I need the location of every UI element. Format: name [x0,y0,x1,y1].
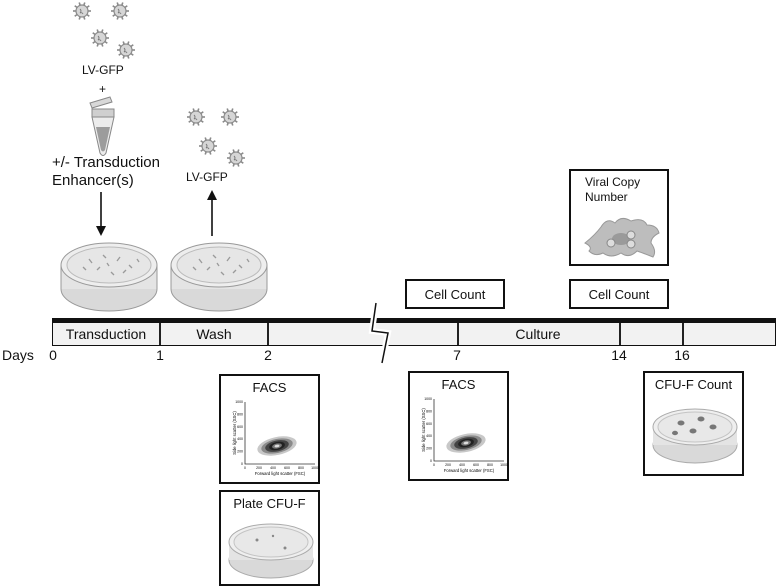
virus-icon [73,2,91,20]
facs-xtick: 200 [256,466,262,470]
facs-label: FACS [441,377,476,392]
facs-axes [433,399,504,462]
plate-cfu-box: Plate CFU-F [219,490,320,586]
facs-ytick: 0 [241,462,243,466]
facs-density-contour [274,444,280,448]
cell-count-label: Cell Count [424,287,486,302]
facs-ytick: 0 [430,459,432,463]
timeline-bar: Transduction Wash Culture [52,318,776,346]
virus-icon [227,149,245,167]
facs-ylabel: Side light scatter (SSC) [421,408,426,452]
day-label: 1 [156,347,164,363]
facs-ytick: 800 [426,409,432,413]
cell-count-label: Cell Count [588,287,650,302]
enhancer-label-line1: +/- Transduction [52,154,160,171]
facs-xtick: 0 [244,466,246,470]
petri-dish-icon [228,523,314,579]
petri-dish-icon [652,408,738,464]
facs-xtick: 1000 [500,463,508,467]
facs-plot-icon: 0 200 400 600 800 1000 0 200 400 600 800 1000Forwar… [232,400,319,476]
arrow-up-icon [207,190,217,236]
cfu-count-box: CFU-F Count [643,371,744,476]
tick-day7 [457,323,459,345]
plus-sign: + [99,82,107,96]
petri-dish-icon [170,242,268,312]
day-label: 16 [674,347,690,363]
facs-xtick: 0 [433,463,435,467]
phase-culture: Culture [515,326,561,342]
facs-ytick: 200 [426,447,432,451]
facs-xtick: 400 [459,463,465,467]
enhancer-label-line2: Enhancer(s) [52,172,134,189]
virus-icon [187,108,205,126]
facs-density-contour [463,441,469,445]
facs-xlabel: Forward light scatter (FSC) [444,468,495,473]
facs-xtick: 600 [284,466,290,470]
facs-ytick: 600 [426,422,432,426]
virus-icon [199,137,217,155]
tube-icon [89,96,115,156]
facs-ytick: 600 [237,425,243,429]
viral-copy-label-line2: Number [585,190,628,204]
facs-plot-icon: 0 200 400 600 800 1000 0 200 400 600 800 1000Forwar… [421,397,508,473]
facs-xtick: 600 [473,463,479,467]
plate-cfu-label: Plate CFU-F [233,496,306,511]
facs-xtick: 400 [270,466,276,470]
phase-transduction: Transduction [53,323,161,345]
viral-copy-label-line1: Viral Copy [585,175,641,189]
facs-xtick: 200 [445,463,451,467]
facs-ylabel: Side light scatter (SSC) [232,411,237,455]
facs-ytick: 400 [237,437,243,441]
day-label: 7 [453,347,461,363]
facs-xtick: 800 [487,463,493,467]
days-axis-title: Days [2,347,34,363]
facs-ytick: 400 [426,434,432,438]
axis-break-icon [368,302,392,364]
virus-label-lv-gfp-2: LV-GFP [186,170,228,184]
arrow-down-icon [96,192,106,236]
virus-icon [111,2,129,20]
phase-wash: Wash [161,323,269,345]
petri-dish-icon [60,242,158,312]
facs-ytick: 1000 [235,400,243,404]
facs-axes [244,402,315,465]
facs-xtick: 800 [298,466,304,470]
tick-day14 [619,323,621,345]
day-label: 0 [49,347,57,363]
facs-ytick: 200 [237,450,243,454]
facs-ytick: 1000 [424,397,432,401]
virus-icon [91,29,109,47]
virus-icon [117,41,135,59]
cfu-count-label: CFU-F Count [654,377,733,392]
facs-xlabel: Forward light scatter (FSC) [255,471,306,476]
virus-icon [221,108,239,126]
cell-icon [584,217,660,258]
viral-copy-number-box: Viral Copy Number [569,169,669,266]
tick-day16 [682,323,684,345]
facs-label: FACS [252,380,287,395]
cell-count-box-day7: Cell Count [405,279,505,309]
cell-count-box-day14: Cell Count [569,279,669,309]
day-label: 14 [611,347,627,363]
day-label: 2 [264,347,272,363]
facs-ytick: 800 [237,412,243,416]
facs-xtick: 1000 [311,466,319,470]
virus-label-lv-gfp-1: LV-GFP [82,63,124,77]
